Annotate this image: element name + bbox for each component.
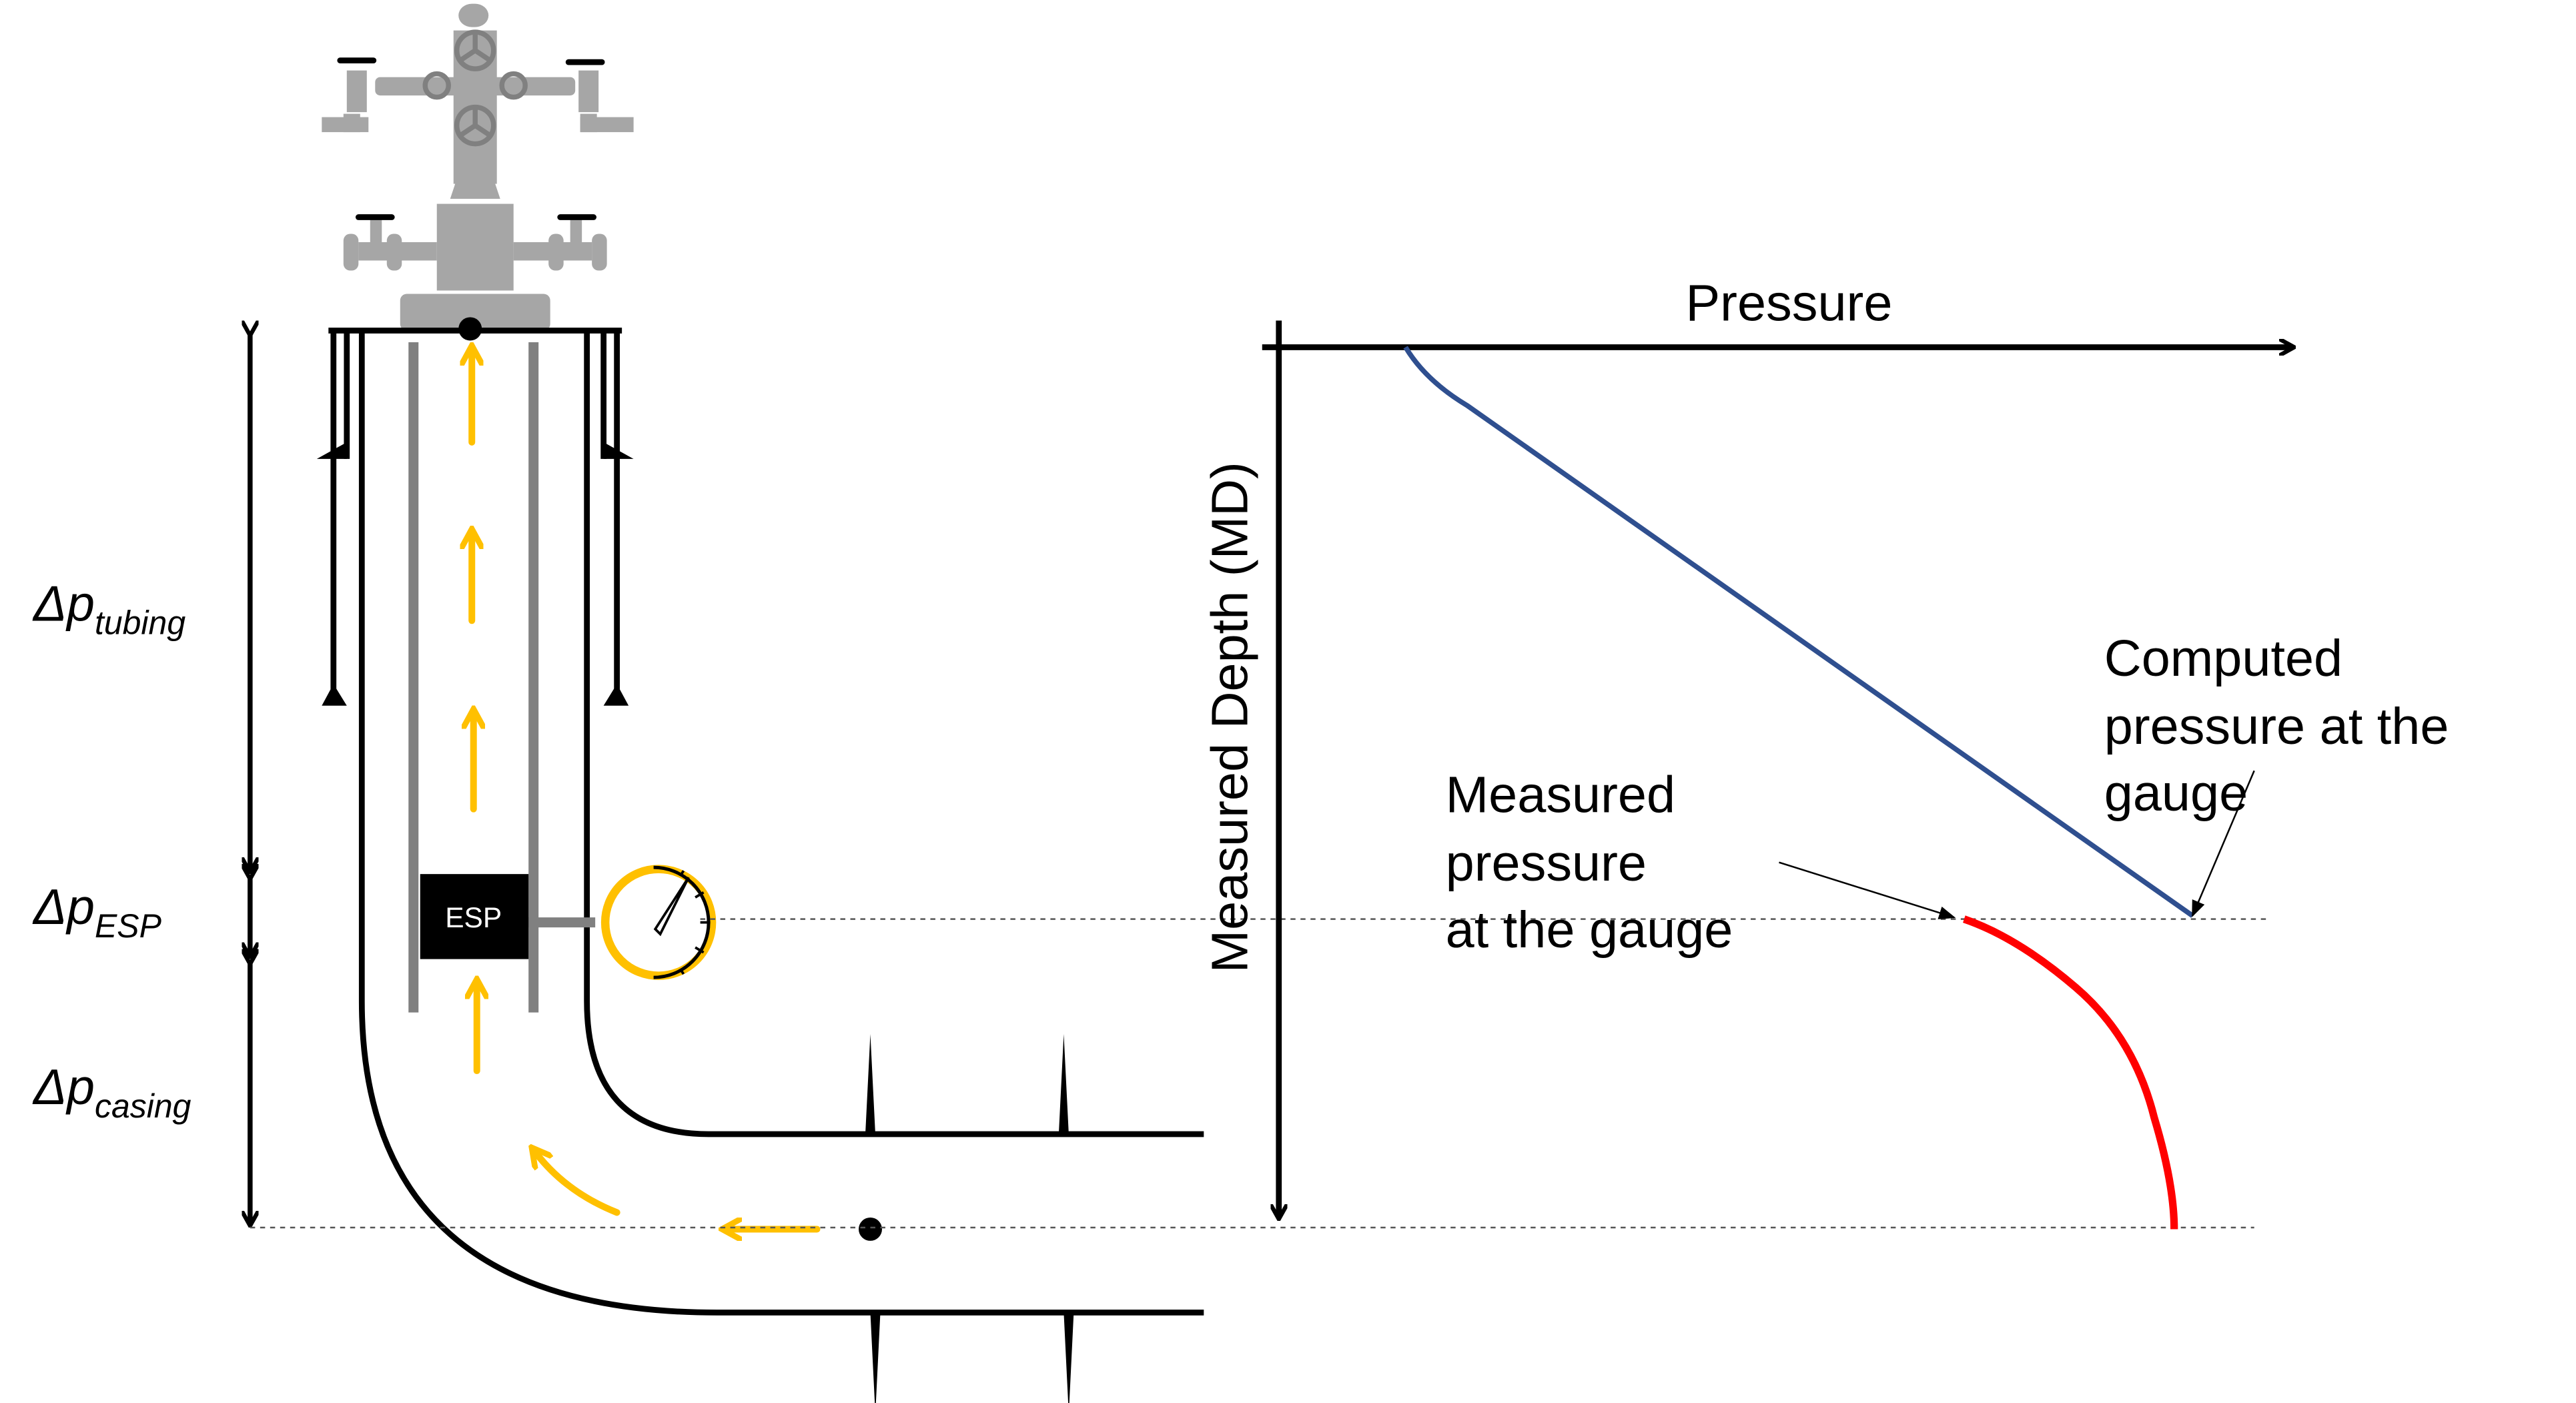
wellhead-point-marker xyxy=(458,317,482,341)
esp-pump xyxy=(420,874,529,959)
pressure-depth-chart: Pressure Measured Depth (MD) Computed pr… xyxy=(1201,274,2463,1230)
computed-pressure-curve xyxy=(1403,346,2194,918)
reference-lines xyxy=(250,918,2268,1229)
wellbore xyxy=(316,328,1204,1403)
esp-label: ESP xyxy=(445,903,502,934)
tubing xyxy=(408,342,596,1013)
wellhead-christmas-tree xyxy=(322,3,634,331)
flow-arrows xyxy=(472,354,821,1229)
measured-pressure-curve xyxy=(1963,915,2178,1230)
measured-pressure-annotation: Measured pressure at the gauge xyxy=(1446,767,1733,959)
dp-esp-label: ΔpESP xyxy=(32,879,162,945)
valve-wheel-icon xyxy=(422,29,528,147)
pressure-gauge-icon xyxy=(600,865,717,980)
dp-tubing-label: Δptubing xyxy=(32,575,185,641)
reservoir-point-marker xyxy=(859,1217,882,1241)
computed-pressure-annotation: Computed pressure at the gauge xyxy=(2104,630,2463,822)
dp-casing-label: Δpcasing xyxy=(32,1059,191,1125)
y-axis-label: Measured Depth (MD) xyxy=(1201,462,1258,973)
x-axis-label: Pressure xyxy=(1685,274,1892,332)
